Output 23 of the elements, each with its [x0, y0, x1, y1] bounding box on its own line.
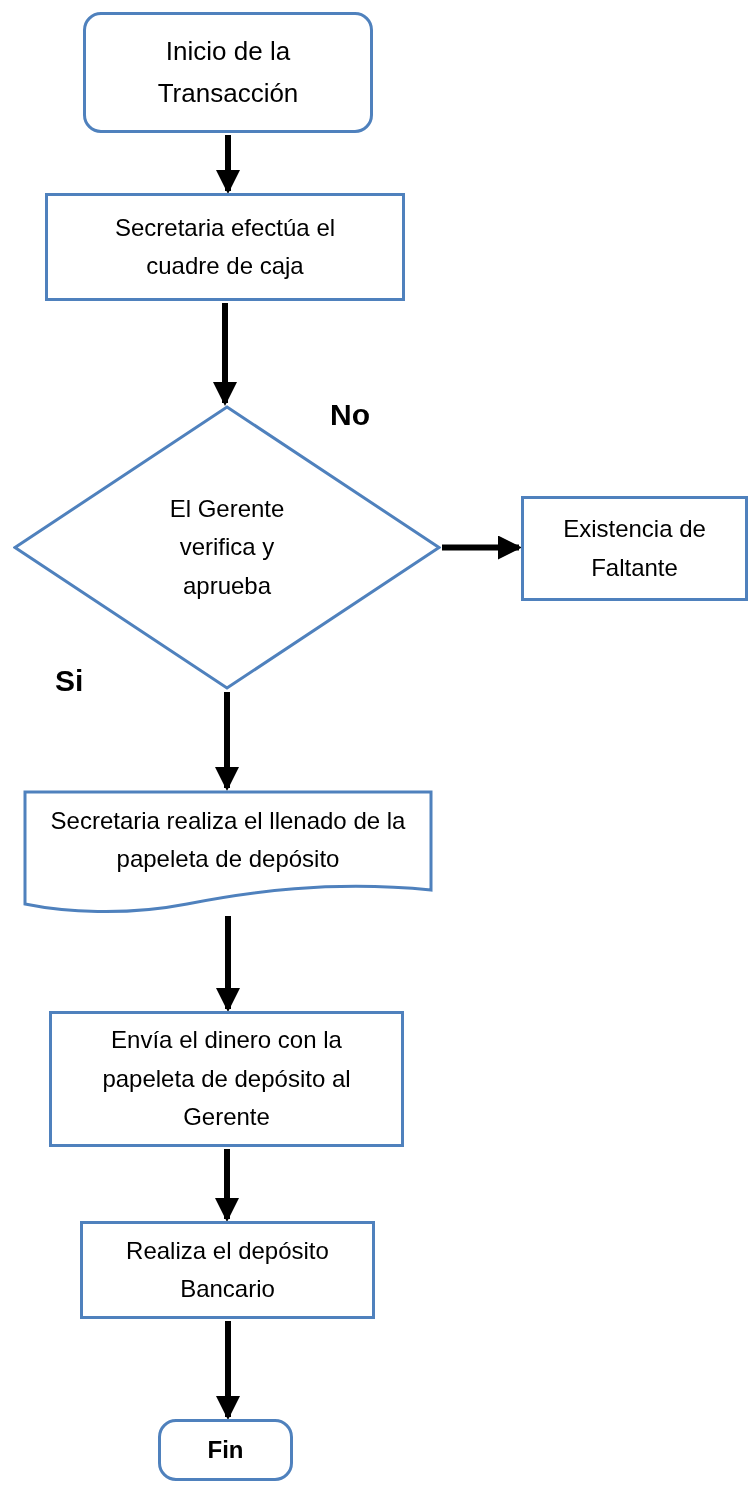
start-terminal [83, 12, 373, 133]
node-text: Secretaria efectúa el cuadre de caja [113, 212, 337, 281]
process-box [80, 1221, 375, 1319]
arrow [216, 916, 240, 1012]
node-text: Realiza el depósito Bancario [125, 1235, 330, 1304]
node-text: Existencia de Faltante [562, 514, 707, 583]
process-box [49, 1011, 404, 1147]
arrow [216, 1321, 240, 1420]
node-text: Envía el dinero con la papeleta de depósito al Gerente [101, 1025, 352, 1133]
node-text: Fin [207, 1434, 244, 1465]
node-text: Inicio de la Transacción [156, 34, 300, 110]
process-box [45, 193, 405, 301]
document-shape [23, 790, 433, 914]
arrow [213, 303, 237, 406]
process-box [521, 496, 748, 601]
end-terminal [158, 1419, 293, 1481]
arrow [215, 692, 239, 791]
arrow [215, 1149, 239, 1222]
node-text: El Gerente verifica y aprueba [168, 493, 286, 601]
arrow [216, 135, 240, 194]
decision-diamond [13, 405, 441, 690]
arrow [442, 535, 522, 560]
node-text: Secretaria realiza el llenado de la papeleta de depósito [49, 805, 407, 874]
